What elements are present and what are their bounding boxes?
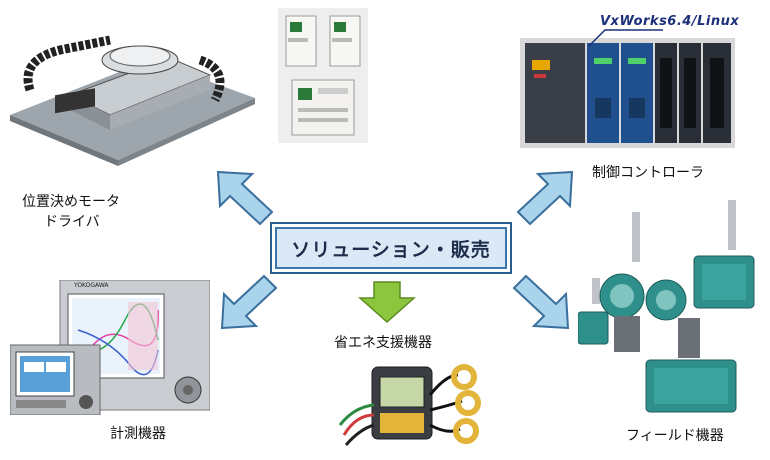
positioning-stage-image (10, 35, 255, 166)
solutions-sales-title: ソリューション・販売 (291, 238, 491, 261)
recorder-devices-image (10, 280, 210, 415)
solutions-sales-box: ソリューション・販売 (270, 222, 512, 274)
power-analyzer-image (338, 364, 481, 446)
field-instruments-image (578, 200, 755, 413)
motor-driver-label-line2: ドライバ (44, 214, 100, 230)
arrow-up-right-icon (516, 170, 574, 226)
arrow-down-left-icon (220, 274, 278, 330)
plc-controller-image (520, 38, 735, 148)
measurement-label: 計測機器 (110, 426, 166, 442)
arrow-down-icon (358, 281, 416, 324)
motor-driver-label: 位置決めモータ ドライバ (22, 192, 120, 232)
controller-label: 制御コントローラ (592, 165, 704, 181)
os-badge-pointer (588, 29, 663, 47)
field-devices-label: フィールド機器 (626, 428, 724, 444)
motor-driver-units-image (278, 8, 368, 143)
os-badge: VxWorks6.4/Linux (600, 14, 740, 29)
motor-driver-label-line1: 位置決めモータ (22, 194, 120, 210)
recorder-brand-label: YOKOGAWA (74, 282, 109, 289)
arrow-down-right-icon (512, 274, 570, 330)
energy-saving-label: 省エネ支援機器 (334, 335, 432, 351)
arrow-up-left-icon (216, 170, 274, 226)
